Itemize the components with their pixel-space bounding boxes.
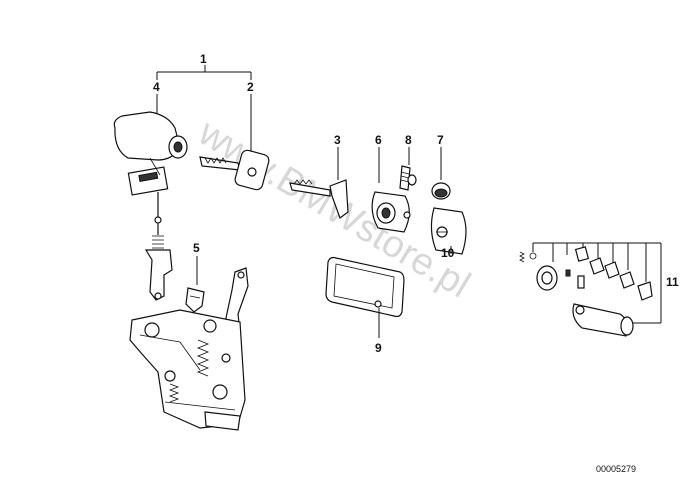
lock-components-part-11 xyxy=(519,246,653,337)
cover-part-10 xyxy=(430,207,467,255)
lock-housing-part-6 xyxy=(371,191,411,233)
callout-11: 11 xyxy=(666,275,679,289)
callout-4: 4 xyxy=(153,80,160,94)
plate-part-9 xyxy=(325,256,405,318)
callout-2: 2 xyxy=(247,80,254,94)
key-part-2 xyxy=(199,149,270,191)
callout-6: 6 xyxy=(375,133,382,147)
callout-7: 7 xyxy=(437,133,444,147)
callout-8: 8 xyxy=(405,133,412,147)
pin-part-8 xyxy=(399,165,417,191)
callout-5: 5 xyxy=(193,241,200,255)
cap-part-7 xyxy=(431,182,451,200)
key-blank-part-3 xyxy=(289,179,349,219)
reference-number: 00005279 xyxy=(596,464,636,474)
lock-cylinder-part-4 xyxy=(113,111,188,301)
callout-9: 9 xyxy=(375,341,382,355)
clip-part-5 xyxy=(185,287,205,313)
callout-1-bracket xyxy=(156,65,252,80)
callout-3: 3 xyxy=(334,133,341,147)
callout-1: 1 xyxy=(200,52,207,66)
callout-11-bracket xyxy=(532,242,662,324)
callout-10: 10 xyxy=(441,246,455,260)
lock-mechanism xyxy=(129,267,249,431)
